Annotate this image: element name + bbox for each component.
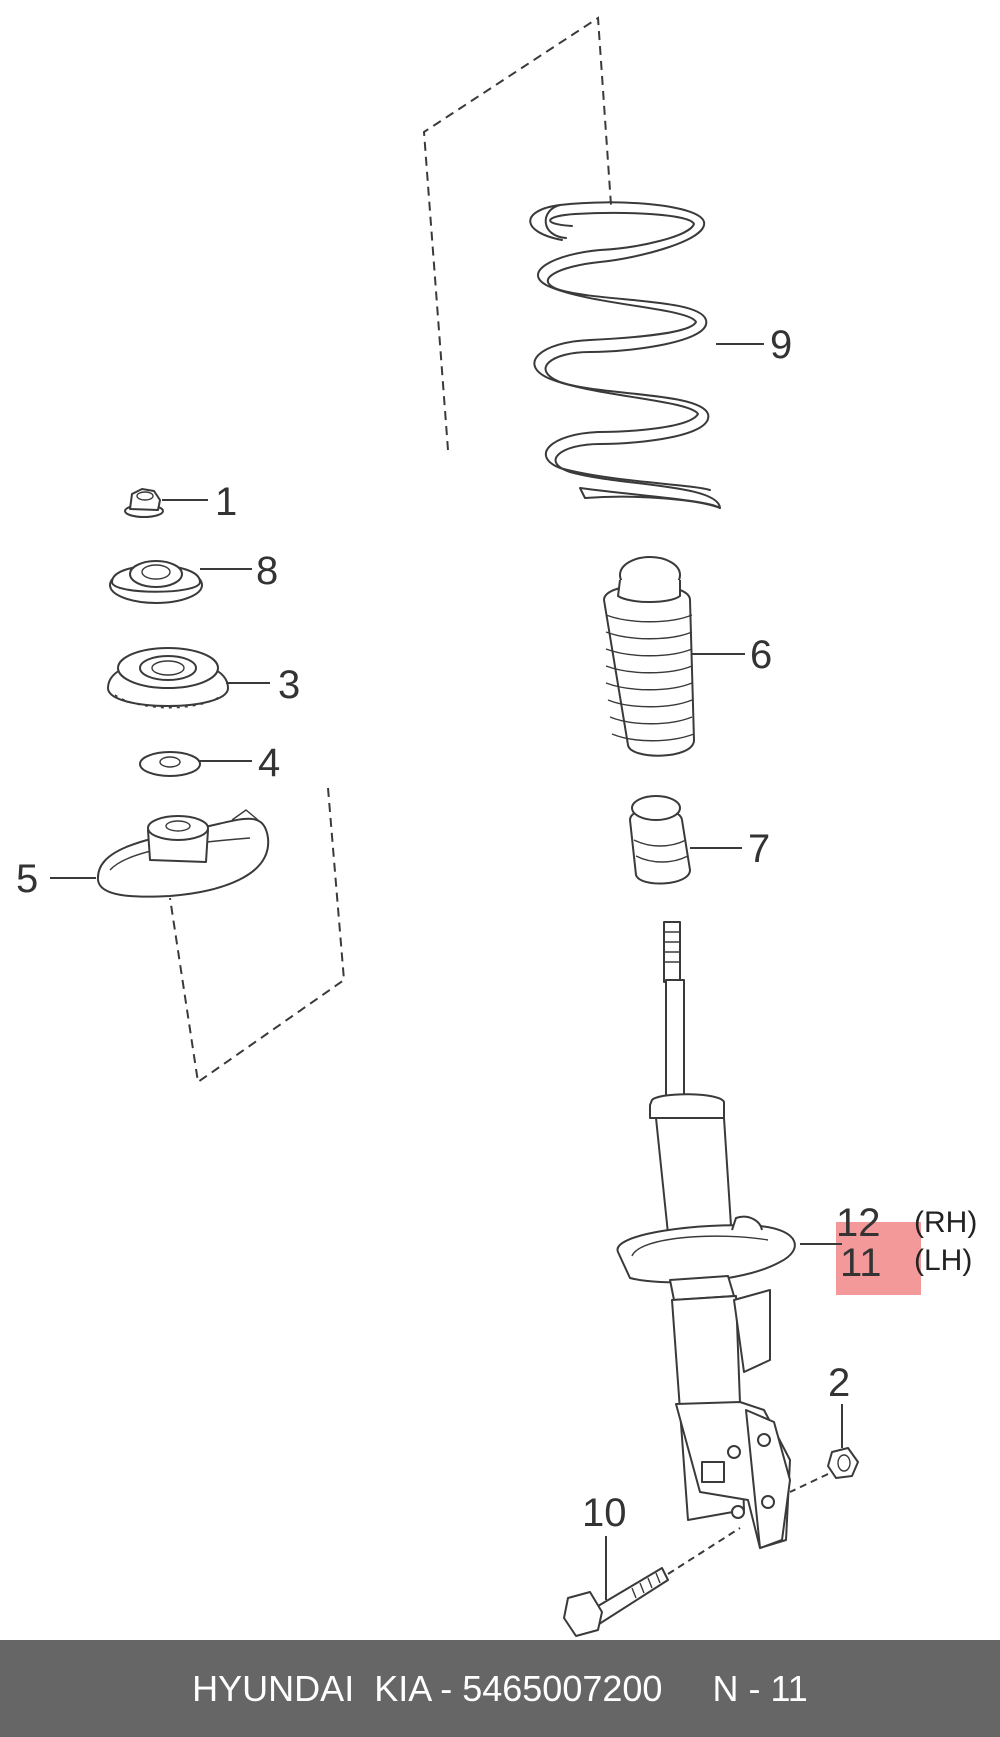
bump-stop bbox=[629, 795, 691, 885]
strut-bearing bbox=[107, 647, 229, 709]
footer-text: HYUNDAI KIA - 5465007200 N - 11 bbox=[192, 1667, 808, 1709]
strut-mount bbox=[96, 809, 270, 898]
callout-6: 6 bbox=[750, 633, 772, 677]
strut-assembly bbox=[616, 921, 796, 1549]
dust-boot bbox=[603, 556, 695, 757]
flange-nut bbox=[124, 488, 164, 518]
coil-spring bbox=[529, 201, 721, 509]
callout-11: 11 bbox=[840, 1241, 882, 1285]
assembly-guide-lines bbox=[169, 16, 612, 1084]
callout-4: 4 bbox=[258, 741, 280, 785]
callout-5: 5 bbox=[16, 857, 38, 901]
exploded-parts-diagram: 1 8 3 4 5 6 7 9 12 (RH) 11 (LH) 2 10 bbox=[16, 16, 977, 1637]
callout-12: 12 bbox=[836, 1201, 881, 1245]
callout-7: 7 bbox=[748, 827, 770, 871]
callout-8: 8 bbox=[256, 549, 278, 593]
bolt bbox=[563, 1527, 741, 1637]
callout-labels: 1 8 3 4 5 6 7 9 12 (RH) 11 (LH) 2 10 bbox=[16, 323, 977, 1535]
callout-12-side: (RH) bbox=[914, 1206, 977, 1239]
part-number-footer: HYUNDAI KIA - 5465007200 N - 11 bbox=[0, 1640, 1000, 1737]
callout-9: 9 bbox=[770, 323, 792, 367]
callout-1: 1 bbox=[215, 480, 237, 524]
callout-10: 10 bbox=[582, 1491, 627, 1535]
washer bbox=[139, 751, 201, 777]
bearing-cap bbox=[109, 560, 203, 604]
leader-lines bbox=[50, 343, 843, 1600]
callout-2: 2 bbox=[828, 1361, 850, 1405]
nut bbox=[789, 1447, 859, 1493]
callout-11-side: (LH) bbox=[914, 1244, 972, 1277]
callout-11-highlight bbox=[836, 1222, 921, 1295]
callout-3: 3 bbox=[278, 663, 300, 707]
